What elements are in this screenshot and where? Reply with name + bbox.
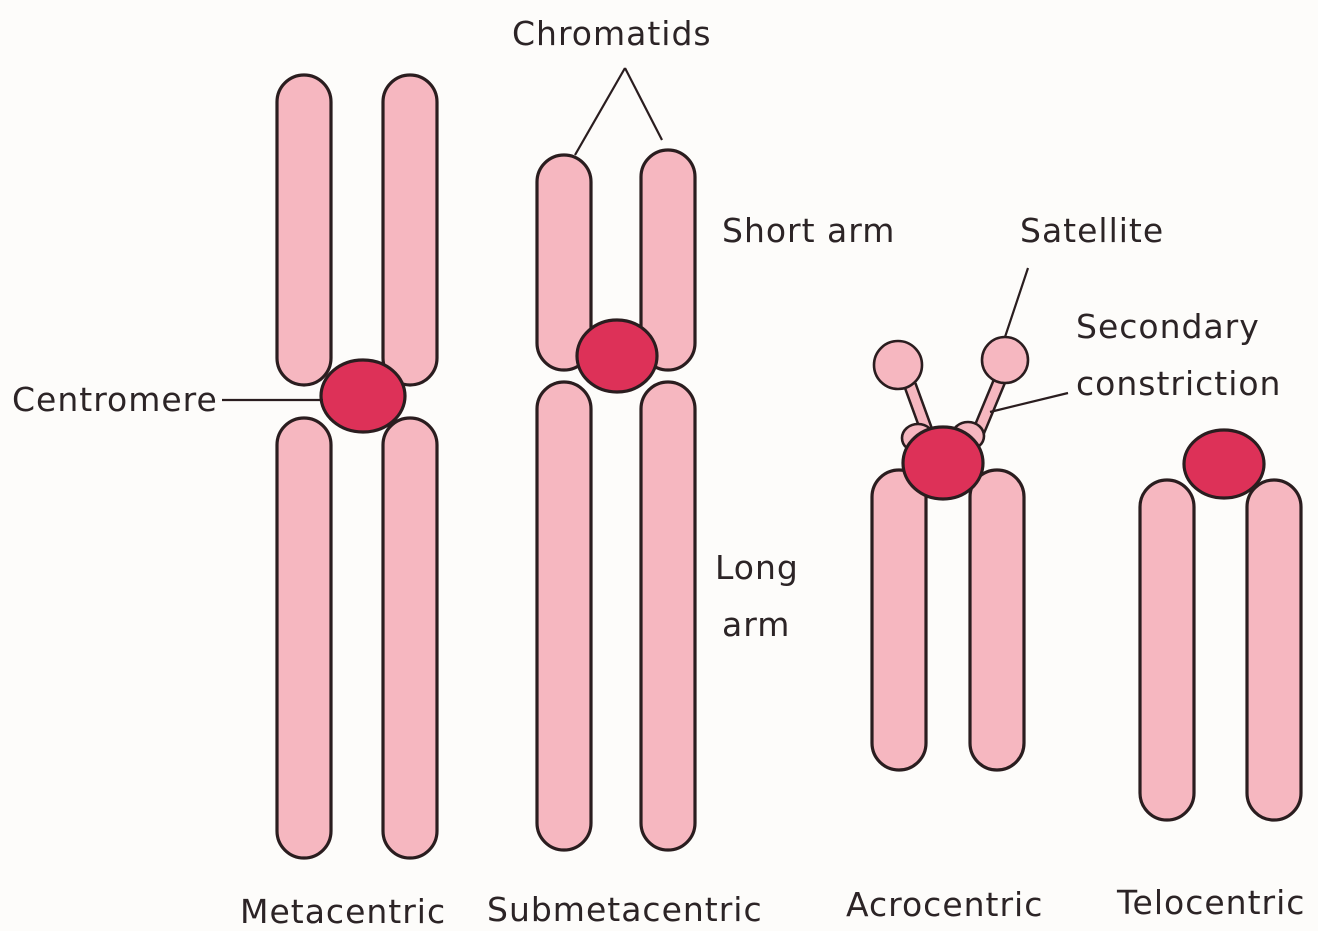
acrocentric-satellite-left <box>874 341 922 389</box>
label-short-arm: Short arm <box>722 214 895 247</box>
caption-acrocentric: Acrocentric <box>846 888 1043 921</box>
acrocentric-chromosome <box>872 337 1028 770</box>
submetacentric-centromere <box>577 320 657 392</box>
caption-metacentric: Metacentric <box>240 895 446 928</box>
acrocentric-centromere <box>903 427 983 499</box>
metacentric-short-arm-left <box>277 75 331 385</box>
telocentric-arm-left <box>1140 480 1194 820</box>
label-long-arm-line2: arm <box>722 608 790 641</box>
label-long-arm-line1: Long <box>715 551 799 584</box>
metacentric-chromosome <box>277 75 437 858</box>
secondary-constriction-leader <box>990 393 1068 412</box>
satellite-leader <box>1005 268 1028 337</box>
metacentric-short-arm-right <box>383 75 437 385</box>
label-satellite: Satellite <box>1020 214 1164 247</box>
telocentric-arm-right <box>1247 480 1301 820</box>
metacentric-long-arm-right <box>383 418 437 858</box>
label-secondary-constriction-line1: Secondary <box>1076 310 1260 343</box>
submetacentric-chromosome <box>537 150 695 850</box>
metacentric-centromere <box>321 360 405 432</box>
acrocentric-satellite-right <box>982 337 1028 383</box>
caption-telocentric: Telocentric <box>1117 886 1305 919</box>
submetacentric-long-arm-right <box>641 382 695 850</box>
caption-submetacentric: Submetacentric <box>487 893 763 926</box>
submetacentric-long-arm-left <box>537 382 591 850</box>
acrocentric-long-arm-right <box>970 470 1024 770</box>
acrocentric-long-arm-left <box>872 470 926 770</box>
label-chromatids: Chromatids <box>512 17 712 50</box>
label-centromere: Centromere <box>12 383 218 416</box>
telocentric-chromosome <box>1140 430 1301 820</box>
label-secondary-constriction-line2: constriction <box>1076 367 1281 400</box>
chromatids-leader-right <box>625 68 662 140</box>
metacentric-long-arm-left <box>277 418 331 858</box>
chromatids-leader-left <box>575 68 625 155</box>
telocentric-centromere <box>1184 430 1264 498</box>
